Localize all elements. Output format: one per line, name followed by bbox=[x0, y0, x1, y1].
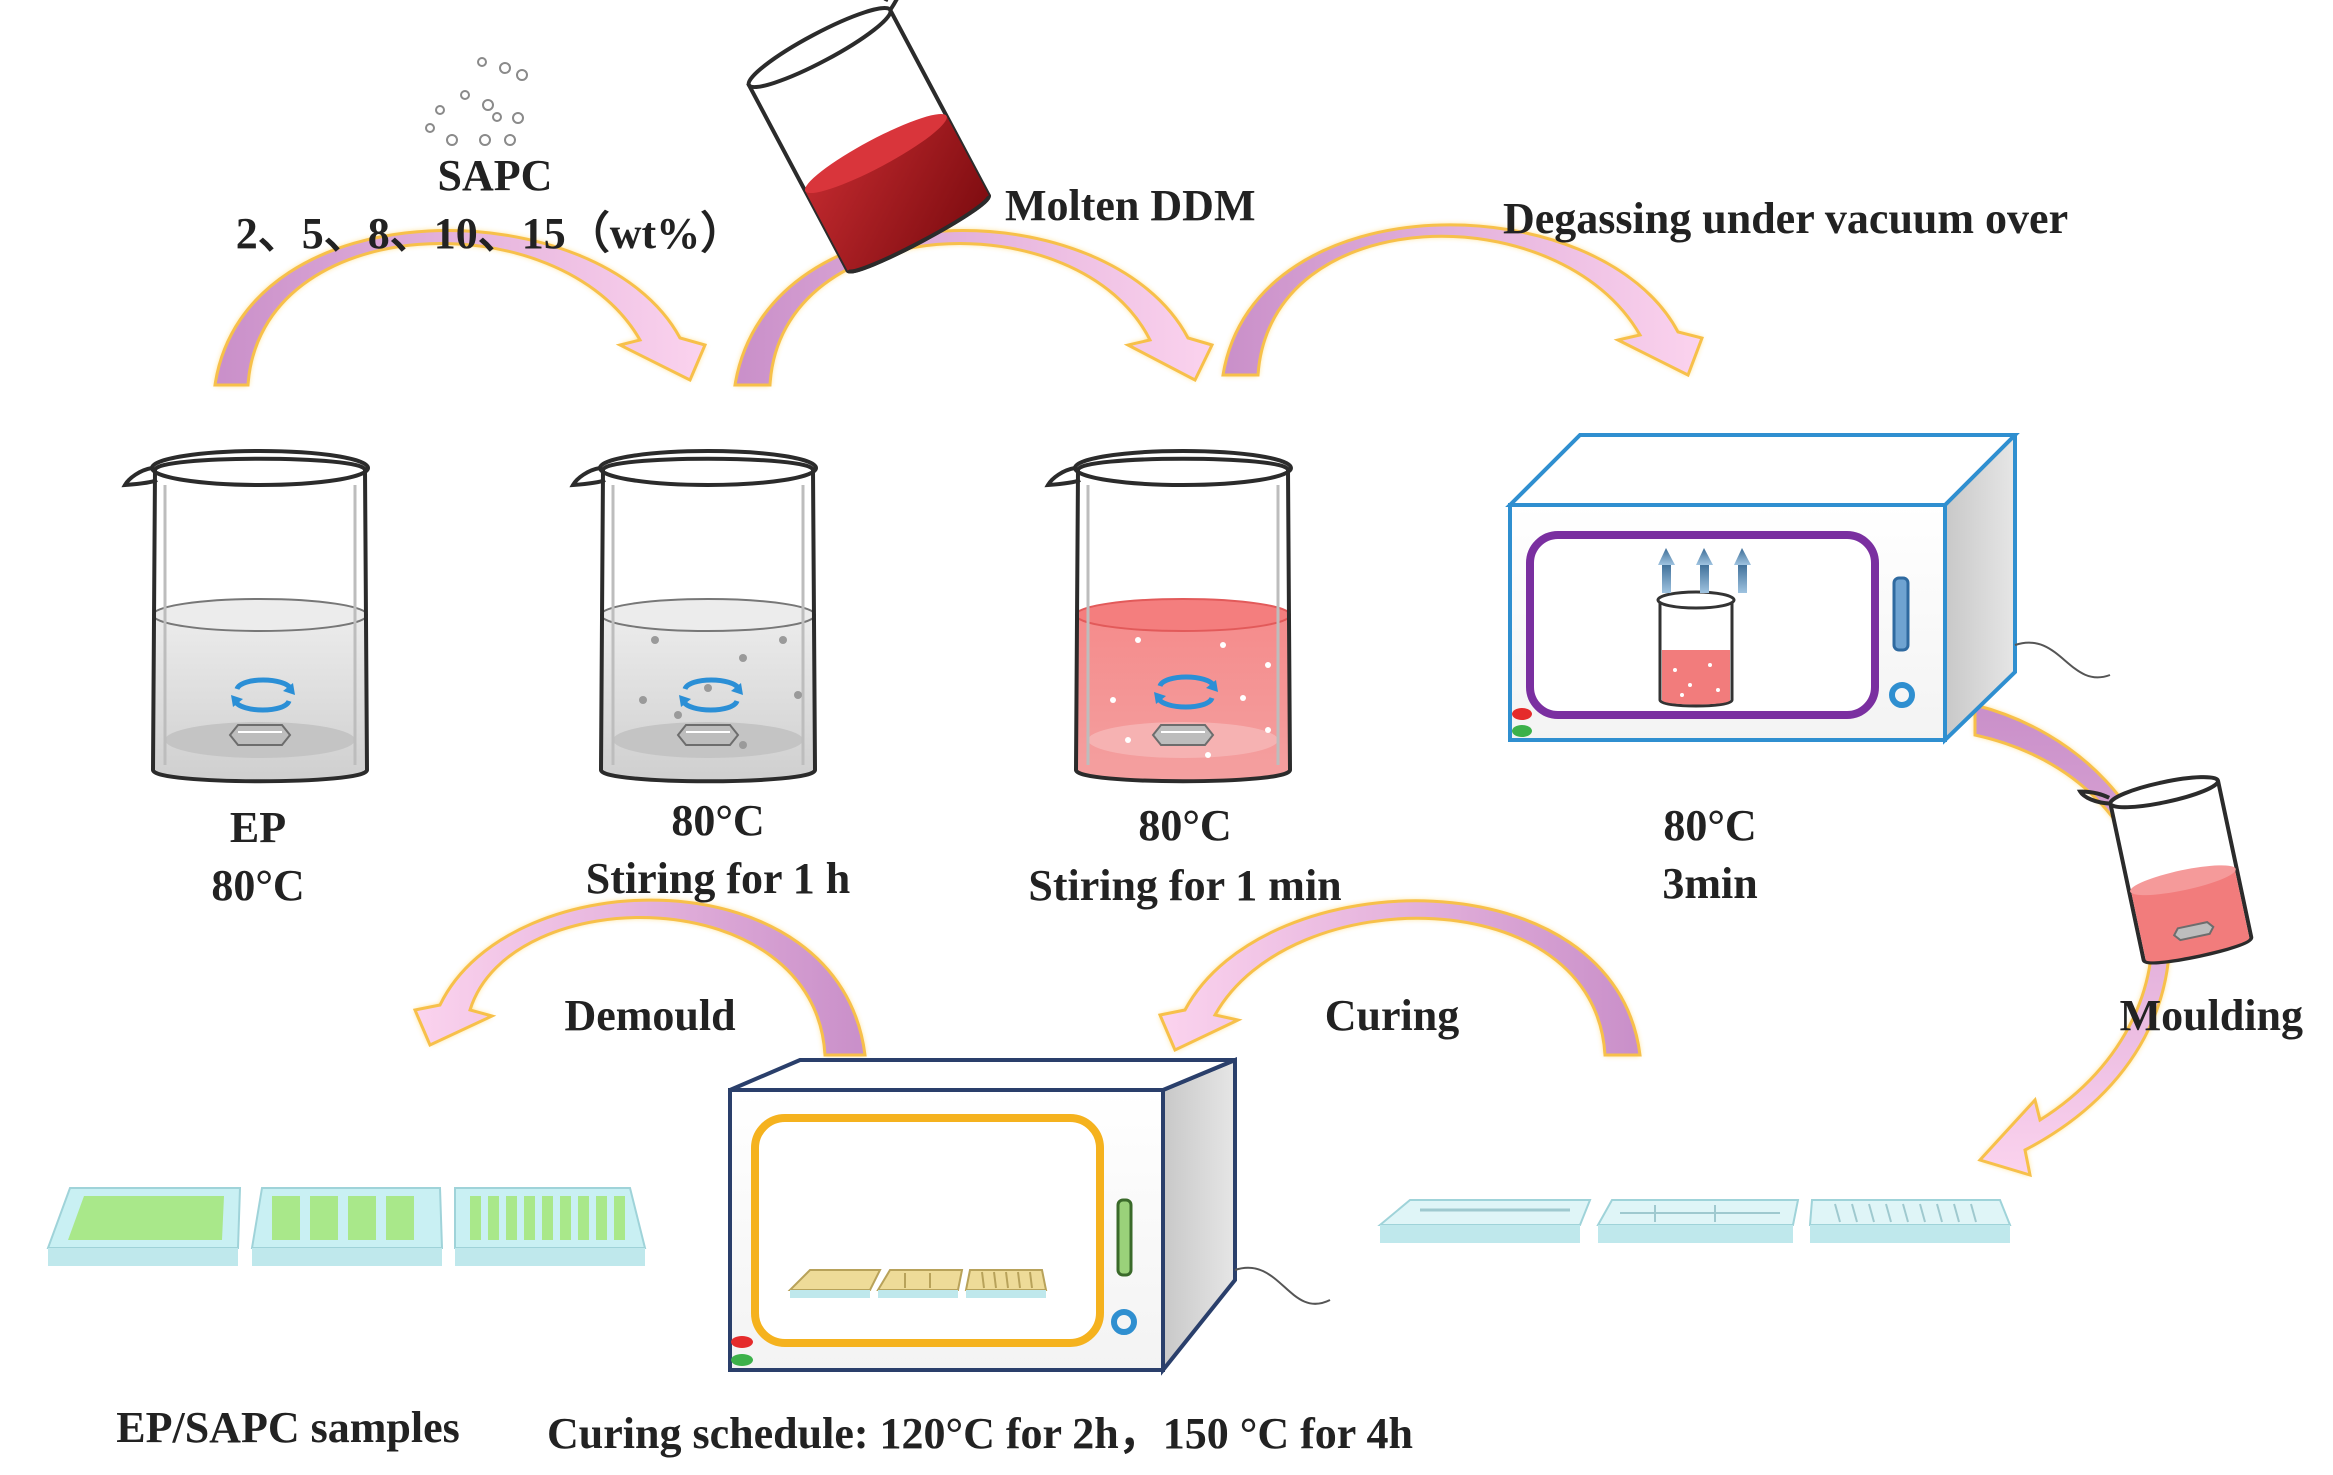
vacuum-arrows-icon bbox=[1658, 548, 1751, 593]
mould-bar bbox=[1596, 1199, 1800, 1243]
empty-moulds bbox=[1377, 1199, 2012, 1243]
mould-plate bbox=[1377, 1199, 1592, 1243]
label-sapc: SAPC bbox=[438, 151, 553, 200]
label-curing-schedule: Curing schedule: 120°C for 2h，150 °C for… bbox=[547, 1409, 1413, 1458]
label-samples: EP/SAPC samples bbox=[116, 1403, 459, 1452]
label-sapc-ratios: 2、5、8、10、15（wt%） bbox=[236, 209, 744, 258]
sample-strips bbox=[454, 1187, 647, 1266]
sample-plate bbox=[46, 1187, 242, 1266]
label-molten-ddm: Molten DDM bbox=[1005, 181, 1256, 230]
arrow-mould-to-curing bbox=[1157, 899, 1642, 1057]
stir-bar-icon bbox=[229, 724, 291, 746]
label-step4-line1: 80°C bbox=[1663, 801, 1756, 850]
label-step2-line1: 80°C bbox=[671, 796, 764, 845]
stir-bar-icon bbox=[677, 724, 739, 746]
label-moulding: Moulding bbox=[2120, 991, 2303, 1040]
sample-bars bbox=[250, 1187, 444, 1266]
arrow-ddm-to-vacuum bbox=[1221, 223, 1704, 378]
label-step3-line1: 80°C bbox=[1138, 801, 1231, 850]
label-step1-line2: 80°C bbox=[211, 861, 304, 910]
label-demould: Demould bbox=[564, 991, 735, 1040]
curing-oven-icon bbox=[728, 1057, 1331, 1376]
mould-strips bbox=[1808, 1199, 2012, 1243]
curing-moulds bbox=[787, 1269, 1048, 1298]
beaker-ddm bbox=[1046, 449, 1293, 784]
beaker-sapc bbox=[571, 449, 818, 784]
arrow-curing-to-demould bbox=[412, 898, 867, 1057]
label-degassing: Degassing under vacuum over bbox=[1503, 194, 2068, 243]
label-step4-line2: 3min bbox=[1662, 859, 1757, 908]
final-samples bbox=[46, 1187, 647, 1266]
label-step3-line2: Stiring for 1 min bbox=[1028, 861, 1341, 910]
arrow-sapc-to-ddm bbox=[733, 229, 1215, 387]
label-step1-line1: EP bbox=[230, 803, 286, 852]
stir-bar-icon bbox=[1152, 724, 1214, 746]
vacuum-oven-icon bbox=[1505, 433, 2111, 745]
label-curing: Curing bbox=[1325, 991, 1459, 1040]
sapc-particles-icon bbox=[425, 57, 528, 146]
beaker-ep bbox=[123, 449, 370, 784]
arrow-ep-to-sapc bbox=[213, 229, 708, 387]
label-step2-line2: Stiring for 1 h bbox=[586, 854, 850, 903]
ddm-beaker-icon bbox=[746, 0, 991, 274]
moulding-beaker-icon bbox=[2076, 775, 2254, 965]
